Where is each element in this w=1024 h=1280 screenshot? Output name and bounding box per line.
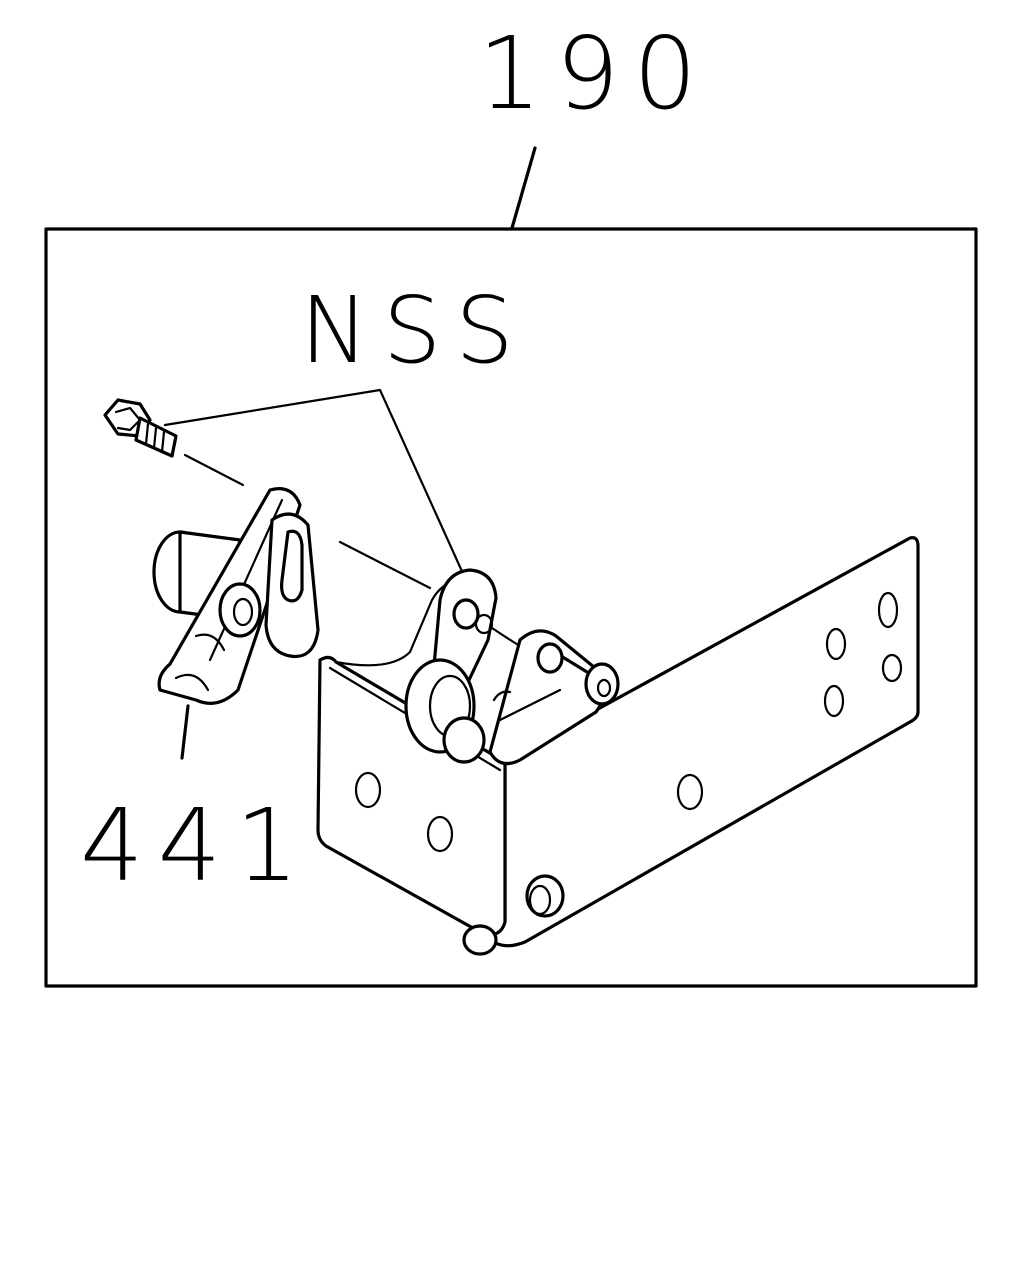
diagram-frame [44,227,978,988]
bracket-assembly [316,536,920,956]
assembly-axis-line [338,540,432,590]
bolt-part [103,398,245,487]
callout-190-leader [510,146,537,230]
callout-441-leader [180,704,190,760]
callout-190-label: 190 [478,15,711,132]
callout-nss-leaders [163,388,467,580]
callout-441-label: 441 [80,787,313,904]
callout-nss-label: NSS [300,277,528,384]
part-441-lever [152,487,320,705]
